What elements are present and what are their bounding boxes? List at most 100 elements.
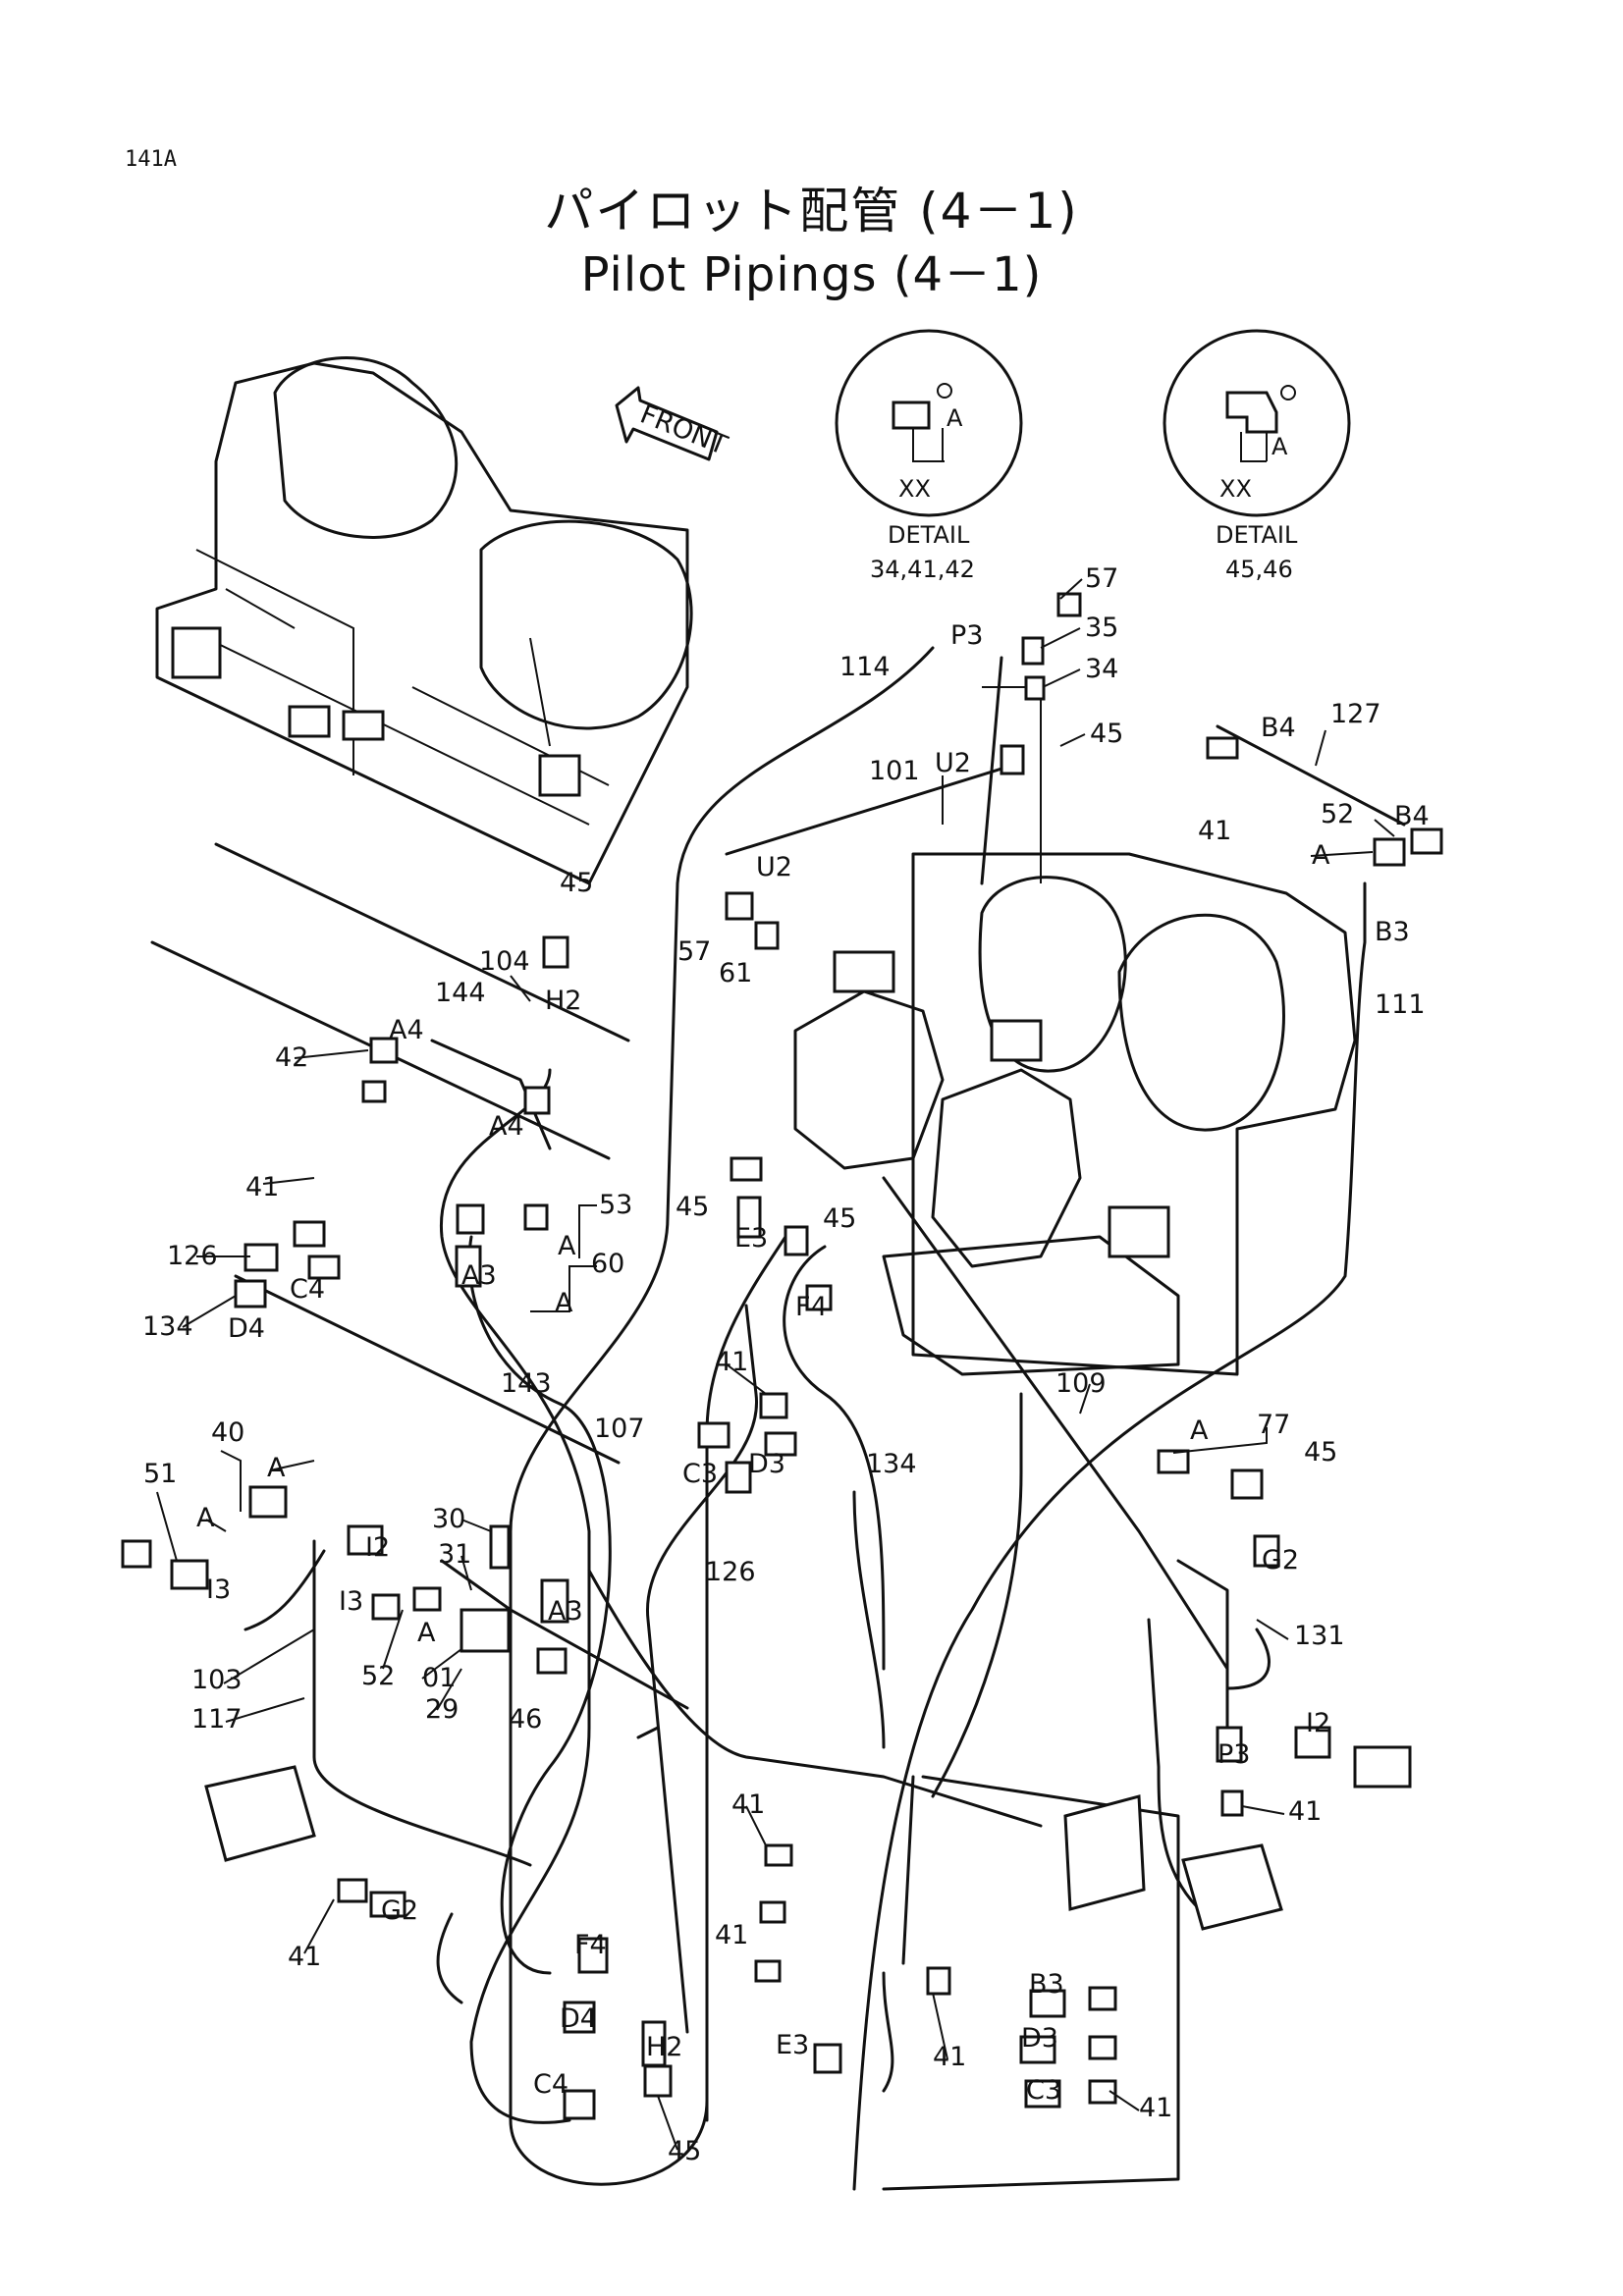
elbow-icon	[369, 1037, 399, 1064]
adapter-icon	[1294, 1726, 1331, 1759]
hose-end-icon	[369, 1891, 406, 1918]
adapter-icon	[1024, 675, 1046, 701]
tee-fitting-icon	[234, 1279, 267, 1308]
pump-valve-assembly-illustration	[793, 686, 1357, 1376]
hose-end-icon	[540, 1578, 569, 1624]
port-label: D3	[1021, 2023, 1058, 2054]
port-label: U2	[935, 748, 971, 778]
part-label: 114	[839, 652, 891, 682]
part-label: 41	[715, 1920, 748, 1950]
leader-lines	[156, 578, 1395, 2151]
part-label: 41	[1198, 816, 1231, 846]
part-label: 111	[1375, 989, 1426, 1020]
hose-end-icon	[813, 2043, 842, 2074]
adapter-icon	[764, 1843, 793, 1867]
port-label: A3	[548, 1596, 583, 1627]
part-label: 01	[422, 1663, 456, 1693]
part-label: 45	[1090, 719, 1123, 749]
part-label: 45	[1304, 1437, 1337, 1468]
part-label: 41	[933, 2042, 966, 2072]
adapter-icon	[361, 1080, 387, 1103]
port-label: A4	[489, 1111, 524, 1142]
port-label: D4	[228, 1313, 265, 1344]
junction-block-icon	[1181, 1843, 1283, 1931]
marker-label: A	[558, 1231, 576, 1261]
port-label: F4	[574, 1930, 607, 1960]
port-label: B3	[1029, 1969, 1064, 2000]
port-label: C3	[682, 1459, 718, 1489]
part-label: 34	[1085, 654, 1118, 684]
part-label: 41	[1288, 1796, 1322, 1827]
part-label: 45	[560, 868, 593, 898]
part-label: 126	[705, 1557, 756, 1587]
marker-label: A	[555, 1288, 573, 1318]
elbow-icon	[1000, 744, 1025, 775]
pilot-hoses	[234, 646, 1406, 2191]
marker-label: A	[1190, 1415, 1209, 1446]
part-label: 45	[676, 1192, 709, 1222]
adapter-icon	[1157, 1449, 1190, 1474]
front-label: FRONT	[636, 400, 732, 461]
elbow-icon	[1230, 1468, 1264, 1500]
adapter-icon	[926, 1966, 951, 1996]
port-label: C4	[533, 2069, 568, 2100]
adapter-icon	[1206, 736, 1239, 760]
elbow-icon	[542, 935, 569, 969]
adapter-icon	[1088, 2035, 1117, 2060]
part-label: 107	[594, 1414, 645, 1444]
detail-parts: 45,46	[1225, 556, 1293, 583]
part-label: 143	[501, 1368, 552, 1399]
adapter-icon	[293, 1220, 326, 1248]
tee-fitting-icon	[170, 1559, 209, 1590]
hose-end-icon	[563, 2001, 596, 2034]
solenoid-valve-block-icon	[204, 1765, 316, 1862]
hose-end-icon	[577, 1937, 609, 1974]
port-label: G2	[381, 1896, 418, 1926]
detail-marker: A	[1271, 433, 1288, 460]
port-label: B4	[1261, 713, 1296, 743]
port-label: B4	[1394, 801, 1430, 831]
port-label: I2	[365, 1532, 390, 1563]
part-label: 60	[591, 1249, 624, 1279]
part-label: 45	[823, 1203, 856, 1234]
part-label: 31	[438, 1539, 471, 1570]
part-label: 134	[142, 1311, 193, 1342]
port-label: H2	[545, 986, 581, 1016]
hose-end-icon	[1019, 2035, 1056, 2064]
adapter-icon	[1410, 828, 1443, 855]
title-japanese: パイロット配管 (4－1)	[544, 183, 1079, 240]
tee-fitting-icon	[1056, 592, 1082, 617]
port-label: I2	[1306, 1708, 1330, 1738]
part-label: 134	[866, 1449, 917, 1479]
hose-end-icon	[563, 2089, 596, 2120]
adapter-fitting-icon	[892, 400, 931, 430]
detail-view-45-46: A XX DETAIL 45,46	[1163, 329, 1351, 583]
adapter-icon	[121, 1539, 152, 1569]
part-label: 41	[731, 1789, 765, 1820]
hose-end-icon	[1253, 1534, 1280, 1568]
part-label: 144	[435, 978, 486, 1008]
adapter-icon	[371, 1593, 401, 1621]
port-label: U2	[756, 852, 792, 882]
part-label: 51	[143, 1459, 177, 1489]
part-label: 52	[361, 1661, 395, 1691]
hose-end-icon	[455, 1245, 482, 1288]
part-label: 40	[211, 1417, 244, 1448]
marker-label: A	[267, 1453, 286, 1483]
adapter-icon	[1220, 1789, 1244, 1817]
adapter-icon	[754, 1959, 782, 1983]
port-label: F4	[795, 1292, 828, 1322]
machine-overview-illustration	[150, 356, 693, 1160]
adapter-icon	[248, 1485, 288, 1519]
elbow-icon	[730, 1156, 763, 1182]
part-label: 103	[191, 1665, 243, 1695]
adapter-icon	[805, 1284, 833, 1311]
junction-block-icon	[460, 1608, 511, 1653]
adapter-icon	[307, 1255, 341, 1280]
port-label: A4	[389, 1015, 424, 1045]
port-label: A3	[461, 1260, 497, 1291]
elbow-icon	[725, 891, 754, 921]
adapter-icon	[759, 1392, 788, 1419]
part-label: 29	[425, 1694, 459, 1725]
detail-view-34-41-42: A XX DETAIL 34,41,42	[835, 329, 1023, 583]
